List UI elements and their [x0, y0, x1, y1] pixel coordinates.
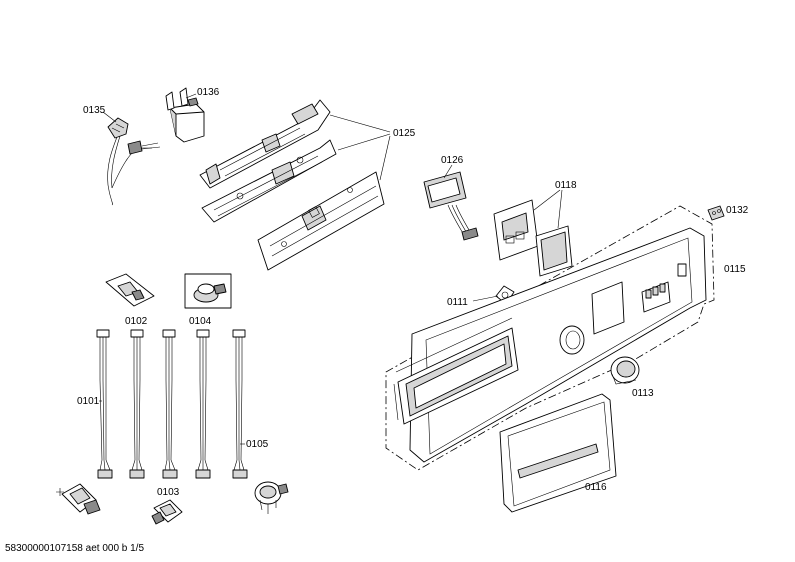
- display-module-part[interactable]: [423, 171, 479, 241]
- label-0102: 0102: [125, 316, 148, 327]
- document-reference: 58300000107158 aet 000 b 1/5: [5, 543, 145, 554]
- label-0135: 0135: [83, 105, 106, 116]
- label-0103: 0103: [157, 487, 180, 498]
- label-0125: 0125: [393, 128, 416, 139]
- label-0115: 0115: [724, 264, 746, 275]
- pressure-switch-part[interactable]: [184, 273, 232, 309]
- label-0113: 0113: [632, 388, 654, 399]
- label-0105: 0105: [246, 439, 269, 450]
- power-cord-part[interactable]: [107, 117, 161, 206]
- clip-part[interactable]: [707, 205, 725, 221]
- sensor-part[interactable]: [105, 273, 155, 307]
- display-window-part[interactable]: [535, 225, 573, 277]
- electronic-module-part[interactable]: [199, 99, 385, 271]
- motor-connector-part[interactable]: [56, 483, 101, 515]
- wiring-harness-part[interactable]: [96, 329, 248, 479]
- drawer-handle-part[interactable]: [499, 393, 617, 513]
- selector-knob-part[interactable]: [610, 356, 640, 385]
- thermostat-part[interactable]: [254, 481, 289, 514]
- label-0126: 0126: [441, 155, 464, 166]
- label-0118: 0118: [555, 180, 577, 191]
- label-0136: 0136: [197, 87, 220, 98]
- label-0104: 0104: [189, 316, 212, 327]
- label-0101: 0101: [77, 396, 100, 407]
- door-lock-part[interactable]: [151, 499, 183, 525]
- label-0116: 0116: [585, 482, 607, 493]
- interference-filter-part[interactable]: [165, 87, 205, 143]
- display-frame-part[interactable]: [493, 199, 539, 261]
- assembly-boundary: [385, 205, 715, 471]
- label-0132: 0132: [726, 205, 749, 216]
- label-0111: 0111: [447, 297, 468, 308]
- fascia-panel-part[interactable]: [393, 227, 707, 463]
